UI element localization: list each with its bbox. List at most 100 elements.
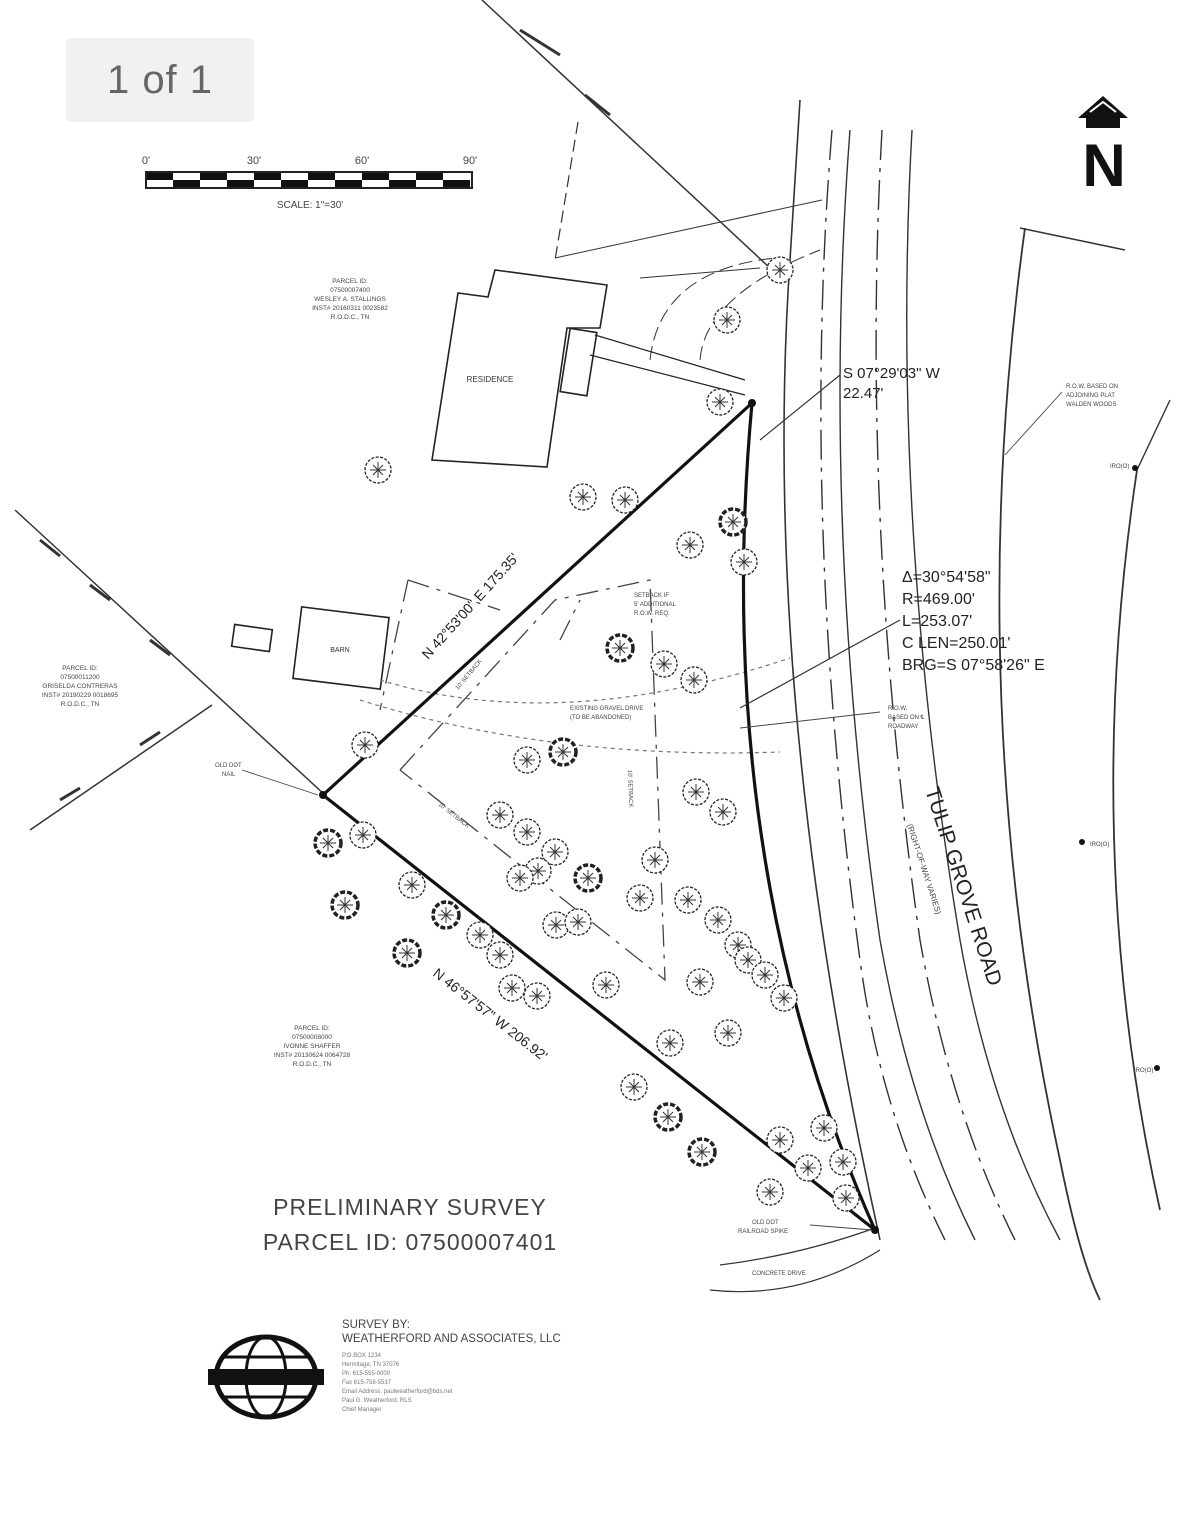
surveyor-logo	[208, 1334, 324, 1420]
tree-evergreen-icon	[392, 938, 422, 968]
scale-tick-0: 0'	[142, 155, 150, 167]
curve-delta: Δ=30°54'58"	[902, 569, 991, 586]
svg-text:IVONNE SHAFFER: IVONNE SHAFFER	[283, 1043, 340, 1050]
setback-label-two: 10' SETBACK	[437, 802, 470, 830]
surveyor-company: WEATHERFORD AND ASSOCIATES, LLC	[342, 1333, 561, 1345]
bearing-southwest: N 46°57'57" W 206.92'	[430, 965, 551, 1064]
svg-text:WESLEY A. STALLINGS: WESLEY A. STALLINGS	[314, 296, 386, 303]
gravel-drive-label-1: EXISTING GRAVEL DRIVE	[570, 706, 643, 712]
tree-deciduous-icon	[364, 456, 392, 484]
tree-evergreen-icon	[330, 890, 360, 920]
scale-block	[254, 172, 281, 180]
tree-deciduous-icon	[641, 846, 669, 874]
parcel-boundary	[321, 401, 877, 1232]
row-adjoining-note-1: R.O.W. BASED ON	[1066, 384, 1118, 390]
tree-deciduous-icon	[714, 1019, 742, 1047]
tree-deciduous-icon	[506, 864, 534, 892]
north-letter: N	[1082, 132, 1125, 199]
tree-deciduous-icon	[513, 818, 541, 846]
scale-bar: 0' 30' 60' 90' SCALE: 1"=30'	[142, 155, 477, 211]
svg-text:R.O.D.C., TN: R.O.D.C., TN	[293, 1061, 332, 1068]
tree-deciduous-icon	[734, 946, 762, 974]
tree-deciduous-icon	[766, 256, 794, 284]
tree-deciduous-icon	[349, 821, 377, 849]
surveyor-block: SURVEY BY: WEATHERFORD AND ASSOCIATES, L…	[342, 1318, 642, 1415]
tree-deciduous-icon	[541, 838, 569, 866]
svg-text:INST# 20130624 0064728: INST# 20130624 0064728	[274, 1052, 351, 1059]
tree-deciduous-icon	[656, 1029, 684, 1057]
tree-evergreen-icon	[687, 1137, 717, 1167]
row-centerline-note-1: R.O.W.	[888, 706, 908, 712]
setback-row-note-1: SETBACK IF	[634, 593, 669, 599]
tree-deciduous-icon	[486, 801, 514, 829]
residence-label: RESIDENCE	[467, 375, 514, 384]
tree-evergreen-icon	[718, 507, 748, 537]
parcel-id: PARCEL ID: 07500007401	[262, 1229, 558, 1255]
surveyor-detail-4: Fax 615-758-5537	[342, 1380, 392, 1386]
setback-row-note-3: R.O.W. REQ.	[634, 611, 670, 617]
tree-deciduous-icon	[751, 961, 779, 989]
tree-evergreen-icon	[548, 737, 578, 767]
curve-chord-length: C LEN=250.01'	[902, 635, 1010, 652]
surveyor-heading: SURVEY BY:	[342, 1319, 410, 1331]
setback-row-note-2: 5' ADDITIONAL	[634, 602, 676, 608]
tree-deciduous-icon	[676, 531, 704, 559]
north-arrow-icon: N	[1078, 96, 1128, 199]
svg-text:PARCEL ID:: PARCEL ID:	[62, 665, 98, 672]
scale-block	[146, 172, 173, 180]
short-line-distance: 22.47'	[843, 385, 884, 402]
tree-deciduous-icon	[498, 974, 526, 1002]
page-counter: 1 of 1	[66, 38, 254, 122]
adjoining-lines	[14, 0, 823, 831]
row-adjoining-note-3: WALDEN WOODS	[1066, 402, 1116, 408]
trees	[313, 256, 860, 1212]
scale-label: SCALE: 1"=30'	[277, 200, 343, 211]
bearing-northeast: N 42°53'00" E 175.35'	[418, 550, 521, 662]
tree-deciduous-icon	[592, 971, 620, 999]
old-nail-label-1: OLD DOT	[215, 763, 242, 769]
surveyor-detail-2: Hermitage, TN 37076	[342, 1362, 400, 1368]
tree-deciduous-icon	[770, 984, 798, 1012]
tree-evergreen-icon	[605, 633, 635, 663]
surveyor-detail-6: Paul G. Weatherford, RLS	[342, 1398, 412, 1404]
scale-block	[173, 180, 200, 188]
svg-text:07500007400: 07500007400	[330, 287, 370, 294]
tree-deciduous-icon	[523, 982, 551, 1010]
old-spike-label-1: OLD DOT	[752, 1220, 779, 1226]
scale-block	[389, 180, 416, 188]
curve-radius: R=469.00'	[902, 591, 975, 608]
setback-label-one: 10' SETBACK	[455, 659, 484, 692]
tree-evergreen-icon	[313, 828, 343, 858]
tree-deciduous-icon	[398, 871, 426, 899]
tree-deciduous-icon	[569, 483, 597, 511]
tree-deciduous-icon	[650, 650, 678, 678]
scale-block	[281, 180, 308, 188]
tree-deciduous-icon	[713, 306, 741, 334]
svg-text:R.O.D.C., TN: R.O.D.C., TN	[61, 701, 100, 708]
old-nail-label-2: NAIL	[222, 772, 236, 778]
surveyor-detail-1: P.O.BOX 1234	[342, 1353, 381, 1359]
scale-tick-90: 90'	[463, 155, 477, 167]
short-line-bearing: S 07°29'03" W	[843, 365, 941, 382]
surveyor-detail-5: Email Address: paulweatherford@bds.net	[342, 1389, 453, 1395]
tree-deciduous-icon	[513, 746, 541, 774]
tree-deciduous-icon	[486, 941, 514, 969]
tree-deciduous-icon	[832, 1184, 860, 1212]
tree-deciduous-icon	[620, 1073, 648, 1101]
svg-text:PARCEL ID:: PARCEL ID:	[332, 278, 368, 285]
iron-label-3: IRO(O)	[1134, 1068, 1153, 1074]
row-centerline-note-3: ROADWAY	[888, 724, 918, 730]
svg-text:R.O.D.C., TN: R.O.D.C., TN	[331, 314, 370, 321]
property-corners	[319, 265, 1160, 1234]
gravel-drive-label-2: (TO BE ABANDONED)	[570, 715, 631, 721]
tree-evergreen-icon	[653, 1102, 683, 1132]
tree-deciduous-icon	[706, 388, 734, 416]
structures	[230, 269, 746, 690]
scale-block	[227, 180, 254, 188]
iron-label-1: IRO(O)	[1110, 464, 1129, 470]
barn-label: BARN	[330, 647, 349, 654]
tree-deciduous-icon	[686, 968, 714, 996]
scale-block	[362, 172, 389, 180]
document-title: PRELIMINARY SURVEY	[273, 1194, 547, 1220]
